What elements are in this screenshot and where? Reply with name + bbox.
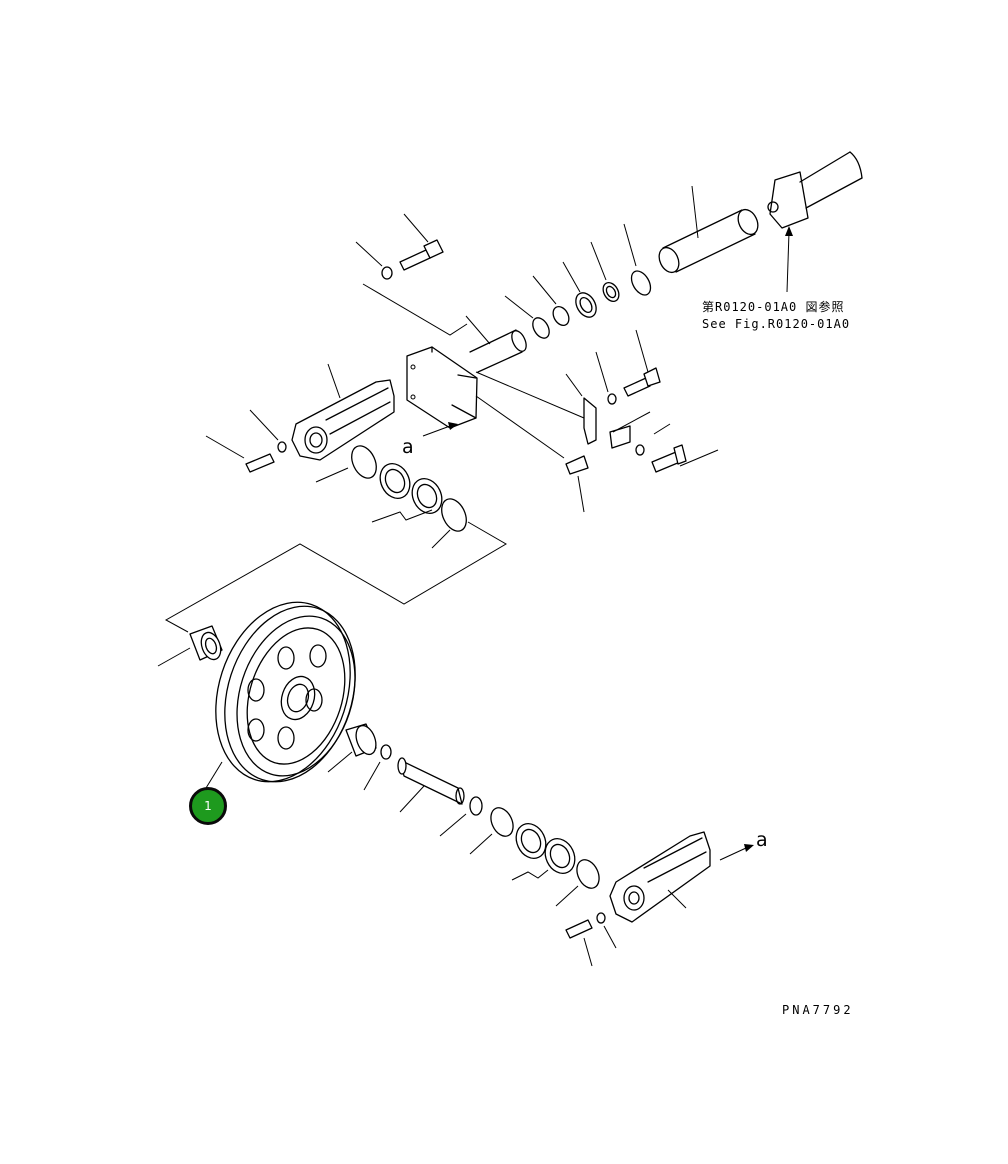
idler-wheel [205,601,356,789]
view-arrow-bottom [719,844,754,861]
view-marker-bottom-label: a [756,829,768,851]
view-marker-top-label: a [402,436,414,458]
figure-reference-jp: 第R0120-01A0 図参照 [702,300,845,314]
frame-flange [767,151,863,293]
figure-reference-en: See Fig.R0120-01A0 [702,317,851,331]
shaft-rings [504,223,652,339]
upper-seal-set [164,445,507,633]
lower-bracket [565,831,711,967]
guard-plates [475,329,719,513]
upper-bracket-body [205,363,395,473]
lower-seal-set [469,807,600,907]
drawing-number: PNA7792 [782,1003,854,1017]
view-arrow-top [422,422,458,437]
upper-bracket [406,315,585,429]
axle-assembly [327,723,483,837]
bushing-left [157,625,223,667]
main-shaft [658,185,759,274]
part-callout-number: 1 [204,799,212,813]
top-bolt [355,213,468,336]
part-callout-1[interactable]: 1 [189,787,227,825]
